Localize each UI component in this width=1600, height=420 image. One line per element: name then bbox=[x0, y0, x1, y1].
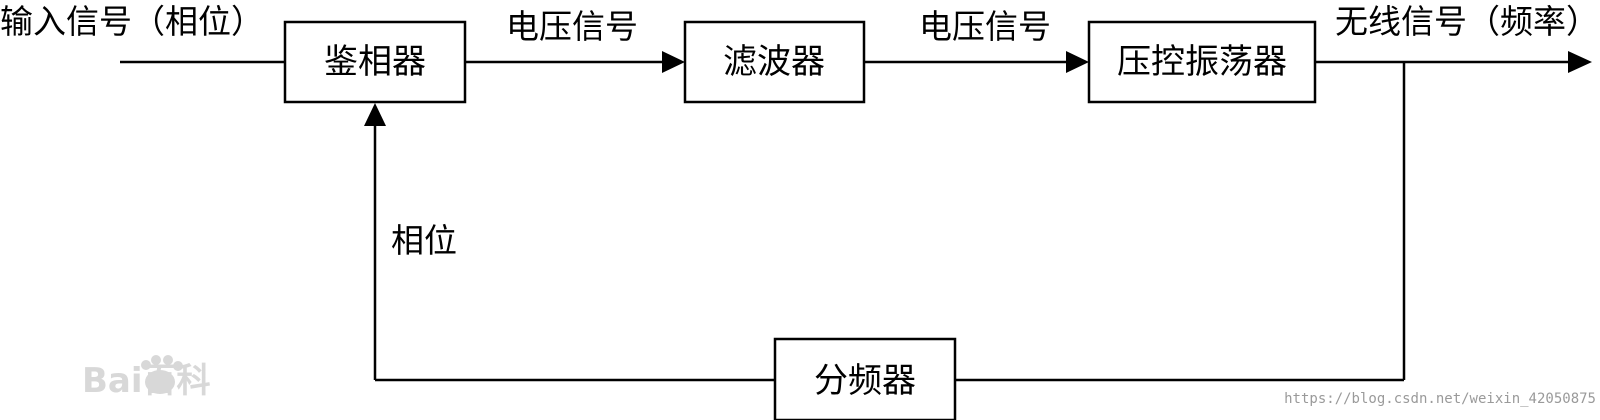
input-signal-label: 输入信号（相位） bbox=[0, 2, 264, 41]
signal-wires bbox=[120, 51, 1592, 382]
divider-block: 分频器 bbox=[773, 337, 957, 420]
divider-label: 分频器 bbox=[814, 361, 916, 401]
vco-label: 压控振荡器 bbox=[1117, 42, 1287, 82]
phase-detector-label: 鉴相器 bbox=[324, 42, 426, 82]
arrow-to-filter bbox=[662, 51, 685, 73]
arrow-to-vco bbox=[1066, 51, 1089, 73]
filter-label: 滤波器 bbox=[723, 42, 825, 82]
baidu-baike-watermark: Bai百科 bbox=[82, 355, 211, 401]
baidu-paw-icon bbox=[141, 355, 183, 394]
phase-detector-block: 鉴相器 bbox=[283, 20, 467, 104]
vco-block: 压控振荡器 bbox=[1087, 20, 1317, 104]
filter-block: 滤波器 bbox=[683, 20, 866, 104]
voltage-signal-label-2: 电压信号 bbox=[919, 7, 1051, 46]
arrow-to-phase-detector bbox=[364, 103, 386, 126]
source-url-watermark: https://blog.csdn.net/weixin_42050875 bbox=[1284, 391, 1596, 407]
voltage-signal-label-1: 电压信号 bbox=[506, 7, 638, 46]
arrow-output bbox=[1568, 51, 1592, 73]
output-signal-label: 无线信号（频率） bbox=[1335, 2, 1599, 41]
baidu-logo-text: Bai百科 bbox=[82, 361, 211, 401]
feedback-phase-label: 相位 bbox=[391, 221, 457, 260]
